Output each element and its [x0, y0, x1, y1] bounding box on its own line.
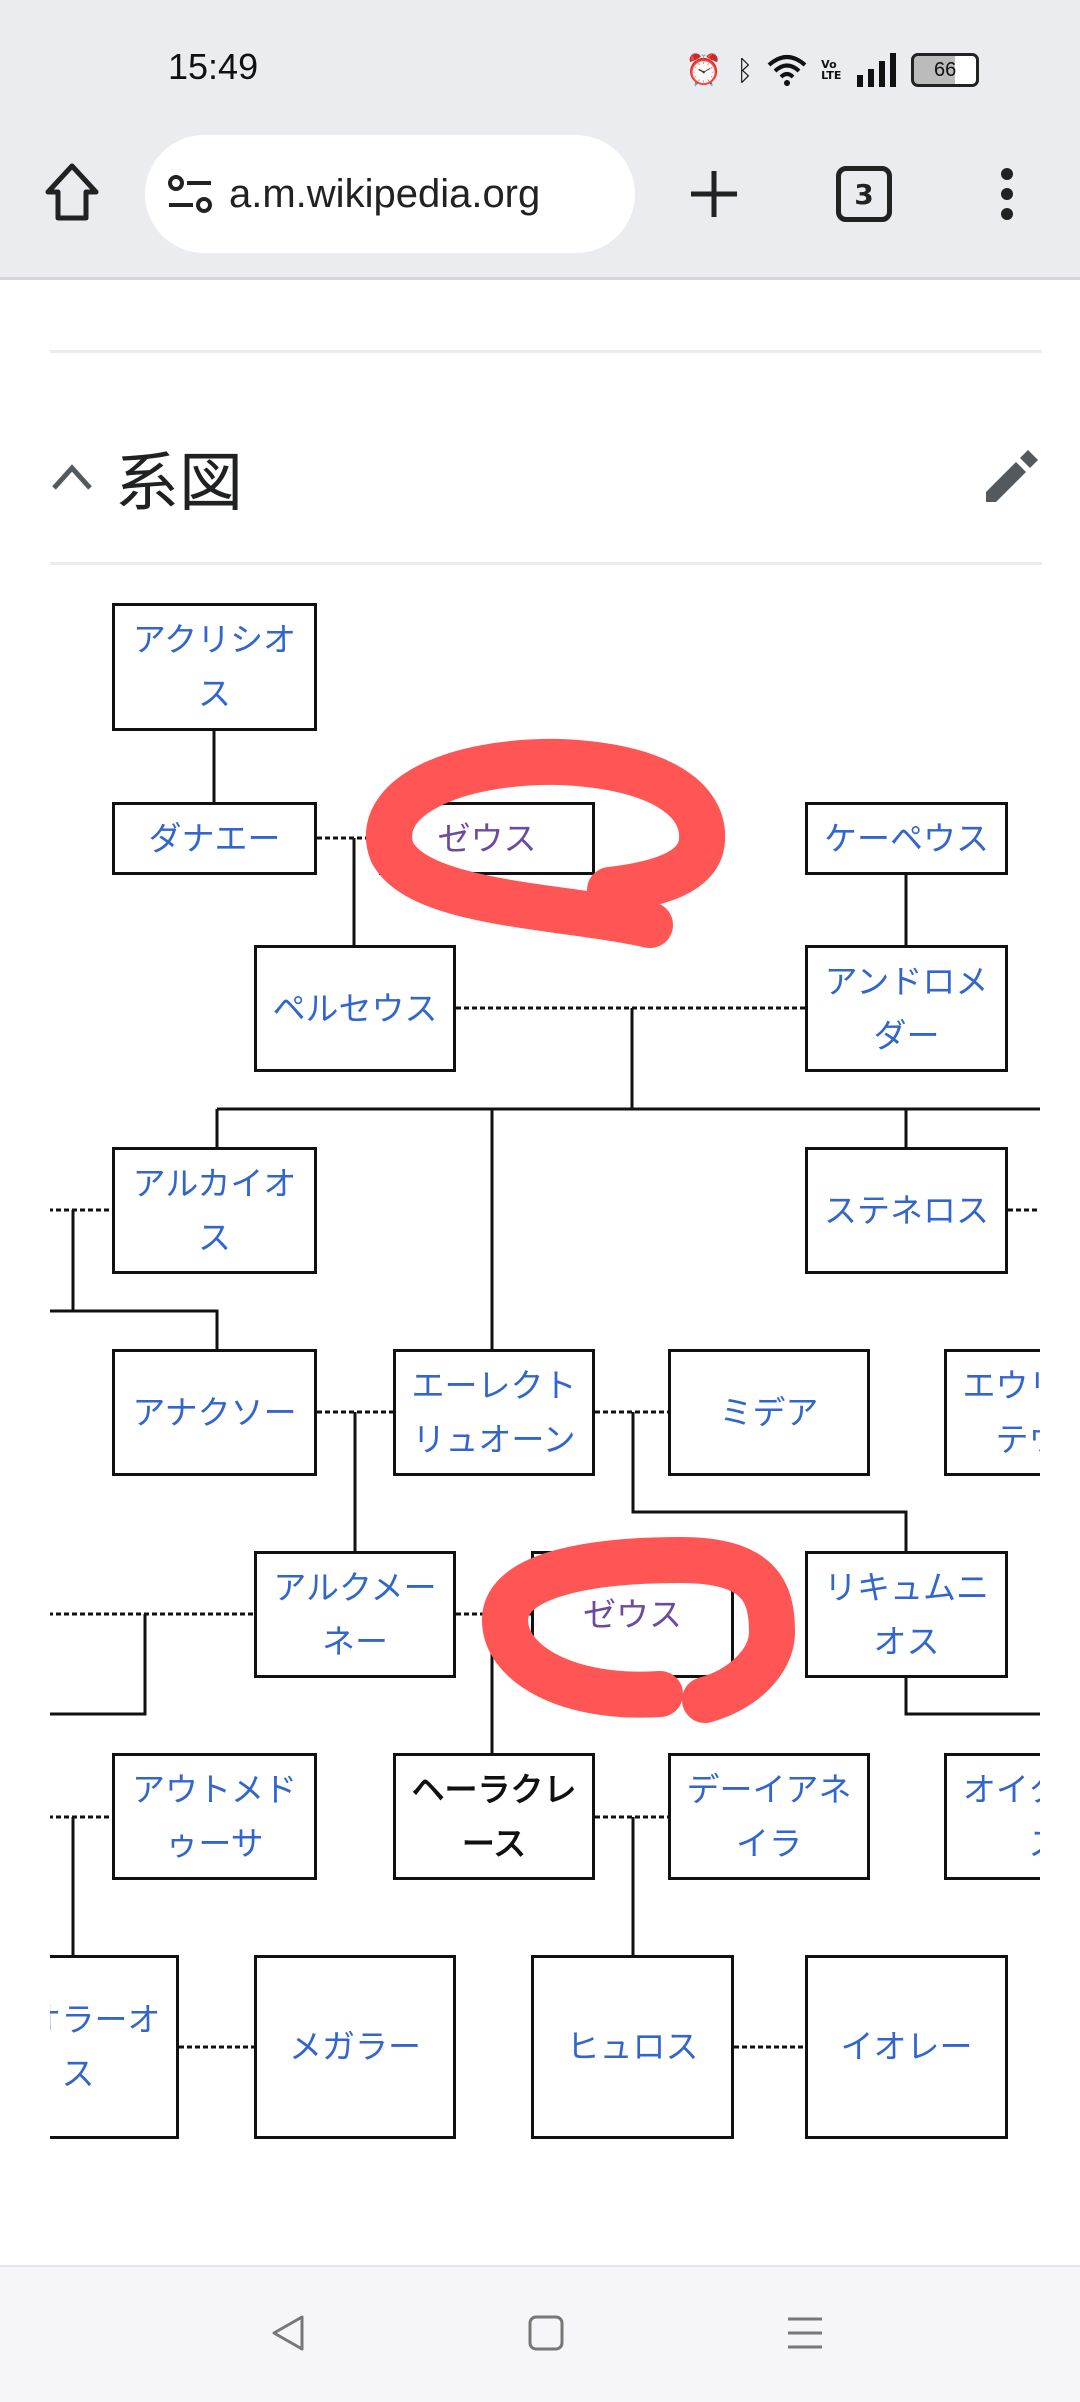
wifi-icon — [767, 55, 807, 86]
family-tree-diagram: アクリシオス ダナエー ゼウス ケーペウス ペルセウス アンドロメダー アルカイ… — [50, 0, 1040, 2265]
node-anaxo[interactable]: アナクソー — [112, 1349, 317, 1476]
node-iolaus[interactable]: イオラーオス — [50, 1955, 179, 2139]
node-hyllus[interactable]: ヒュロス — [531, 1955, 734, 2139]
edit-pencil-icon[interactable] — [982, 448, 1040, 506]
tab-count: 3 — [836, 166, 892, 222]
more-vert-icon — [1001, 168, 1013, 220]
status-icons: ⏰ ᛒ VoLTE 66 — [685, 48, 980, 92]
alarm-icon: ⏰ — [685, 52, 723, 88]
node-cepheus[interactable]: ケーペウス — [805, 802, 1008, 875]
node-heracles: ヘーラクレース — [393, 1753, 595, 1880]
node-automedusa[interactable]: アウトメドゥーサ — [112, 1753, 317, 1880]
node-deianira[interactable]: デーイアネイラ — [668, 1753, 870, 1880]
node-danae[interactable]: ダナエー — [112, 802, 317, 875]
site-settings-icon — [168, 175, 212, 213]
node-iole[interactable]: イオレー — [805, 1955, 1008, 2139]
node-licymnius[interactable]: リキュムニオス — [805, 1551, 1008, 1678]
node-andromeda[interactable]: アンドロメダー — [805, 945, 1008, 1072]
url-text: a.m.wikipedia.org — [229, 171, 541, 216]
divider — [50, 562, 1042, 565]
signal-icon — [857, 53, 897, 87]
recents-menu-icon[interactable] — [786, 2315, 824, 2351]
url-bar[interactable]: a.m.wikipedia.org — [145, 135, 635, 253]
tab-switcher-button[interactable]: 3 — [834, 164, 894, 224]
home-square-icon[interactable] — [528, 2315, 564, 2351]
node-alcaeus[interactable]: アルカイオス — [112, 1147, 317, 1274]
home-button[interactable] — [42, 160, 102, 224]
node-zeus[interactable]: ゼウス — [379, 802, 595, 875]
node-megara[interactable]: メガラー — [254, 1955, 456, 2139]
divider — [50, 350, 1042, 353]
bluetooth-icon: ᛒ — [736, 53, 754, 87]
node-acrisius[interactable]: アクリシオス — [112, 603, 317, 731]
status-time: 15:49 — [168, 46, 259, 87]
node-perseus[interactable]: ペルセウス — [254, 945, 456, 1072]
node-sthenelus[interactable]: ステネロス — [805, 1147, 1008, 1274]
chevron-up-icon[interactable] — [50, 462, 94, 492]
plus-icon — [691, 171, 737, 217]
node-zeus[interactable]: ゼウス — [531, 1551, 734, 1678]
battery-icon: 66 — [911, 53, 980, 87]
section-title: 系図 — [115, 447, 243, 521]
node-midea[interactable]: ミデア — [668, 1349, 870, 1476]
home-icon — [45, 163, 99, 221]
node-alcmene[interactable]: アルクメーネー — [254, 1551, 456, 1678]
browser-top-bar: 15:49 ⏰ ᛒ VoLTE 66 a.m.wikipedia.org 3 — [0, 0, 1080, 280]
new-tab-button[interactable] — [688, 168, 740, 220]
volte-icon: VoLTE — [821, 58, 842, 82]
node-oecles[interactable]: オイクレース — [944, 1753, 1040, 1880]
tree-connectors — [50, 731, 1040, 2049]
back-icon[interactable] — [268, 2313, 308, 2353]
system-navigation-bar — [0, 2265, 1080, 2402]
node-electryon[interactable]: エーレクトリュオーン — [393, 1349, 595, 1476]
node-eurystheus[interactable]: エウリュステウス — [944, 1349, 1040, 1476]
menu-button[interactable] — [990, 164, 1024, 224]
